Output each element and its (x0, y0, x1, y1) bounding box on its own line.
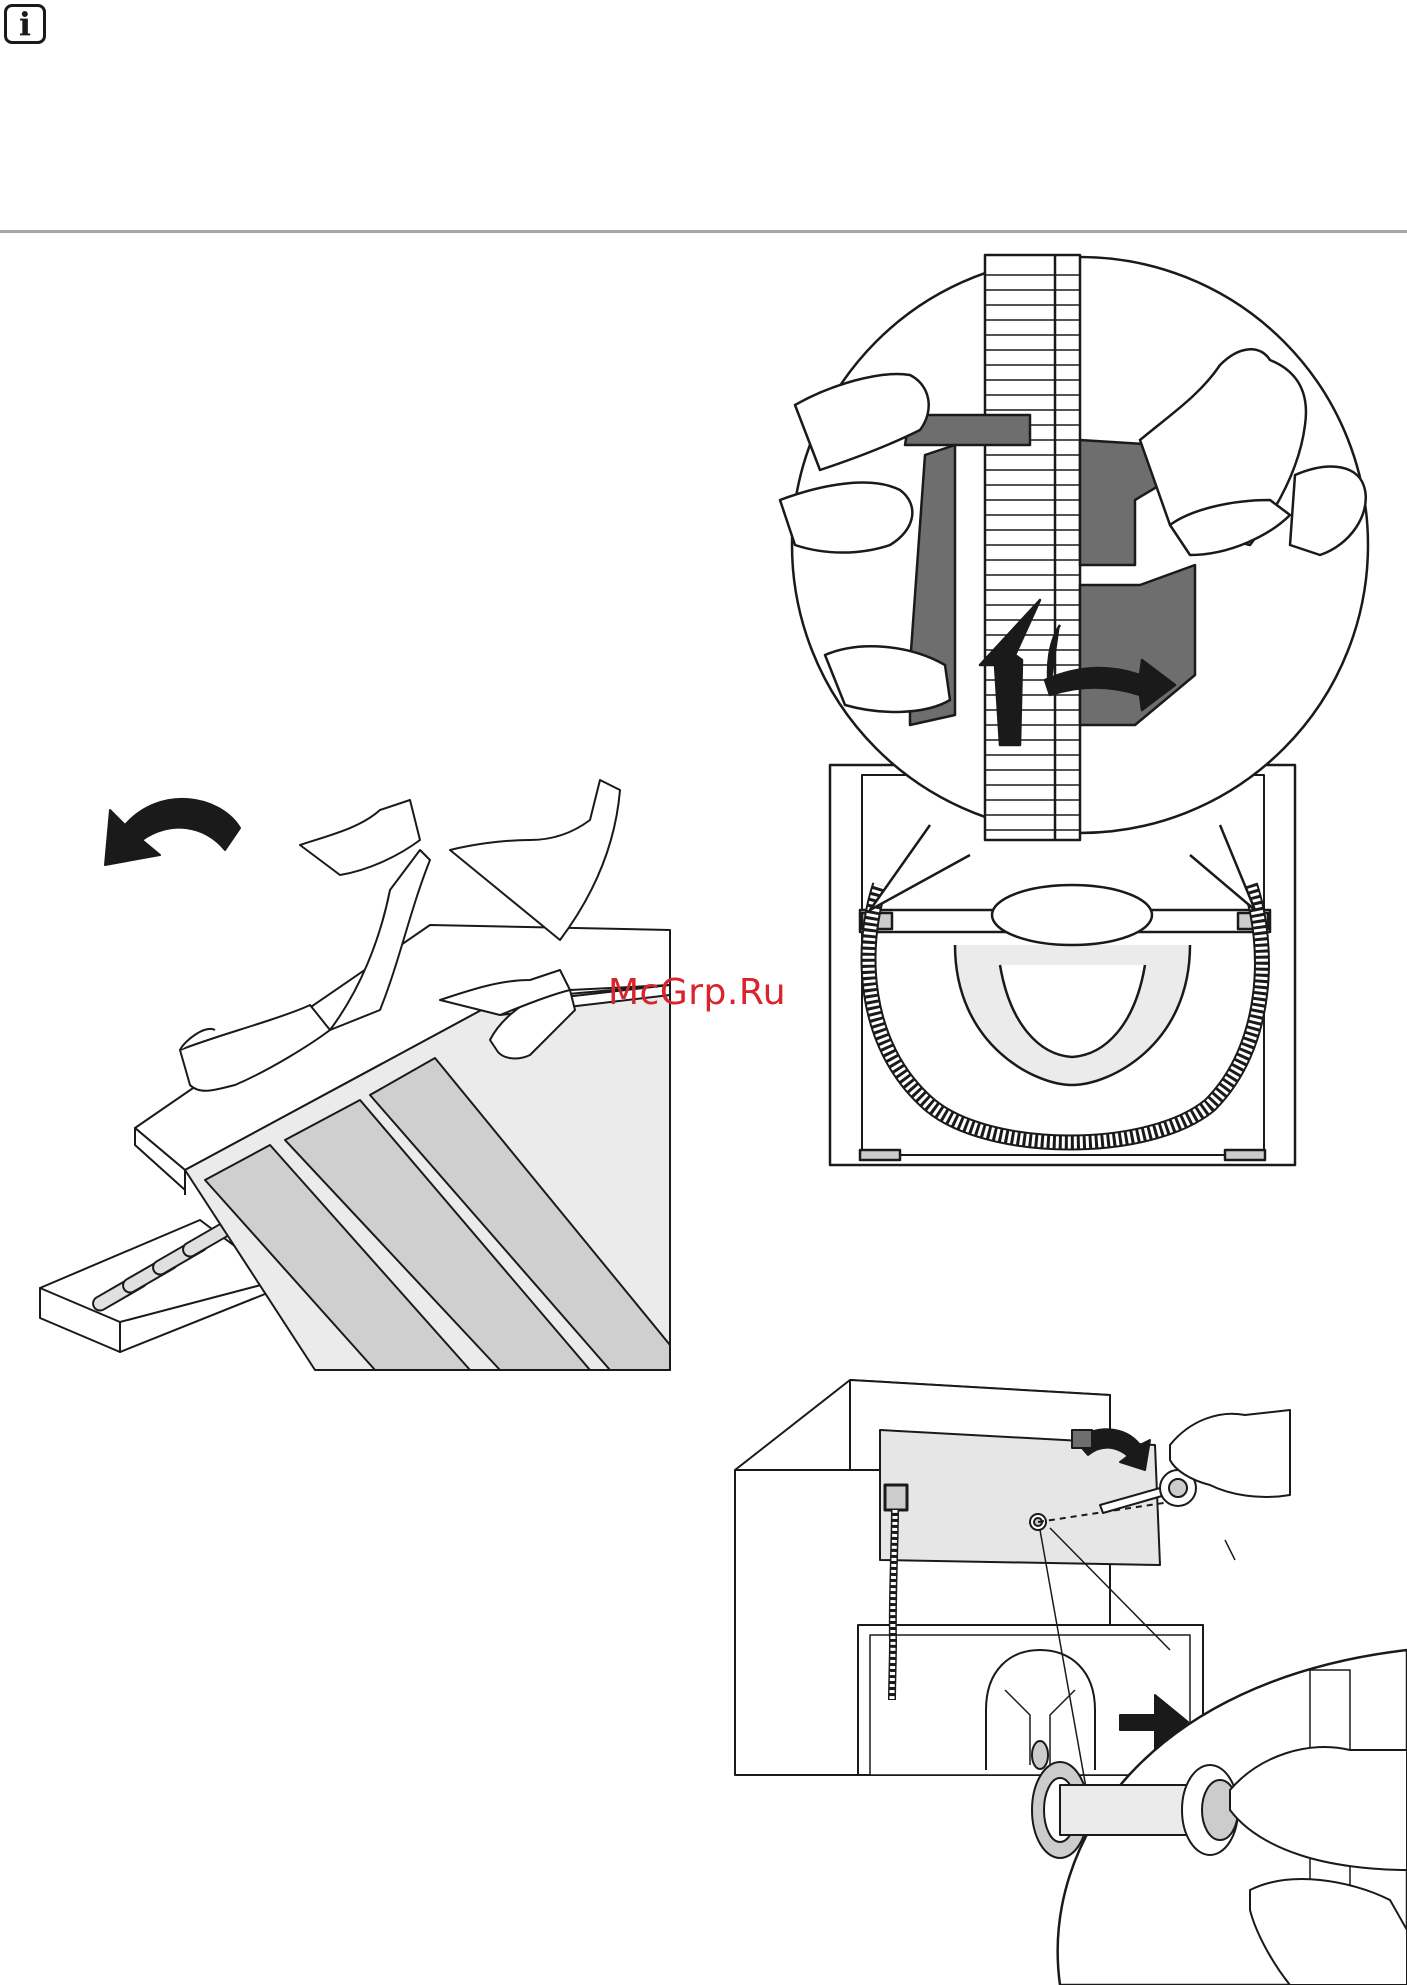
rotate-arrow-icon (105, 799, 240, 865)
section-divider (0, 230, 1407, 233)
figure-transit-bolt-removal (730, 1370, 1407, 1985)
info-icon: i (4, 4, 46, 44)
drum-outline (986, 1650, 1095, 1770)
watermark: McGrp.Ru (608, 972, 786, 1013)
figure-hose-bracket-detail (750, 245, 1407, 1180)
figure-tilting-machine (30, 740, 680, 1380)
hose-vertical (985, 255, 1080, 840)
